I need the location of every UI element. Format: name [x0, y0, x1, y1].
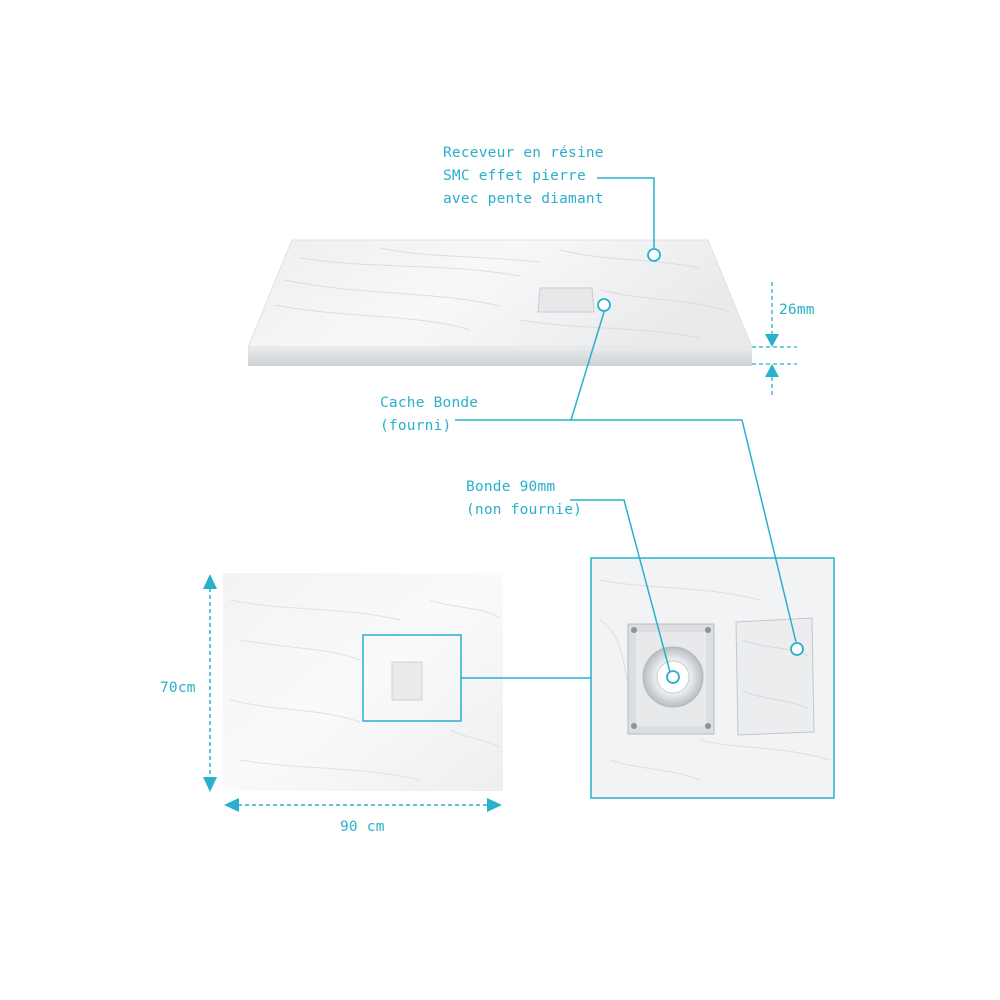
width-dimension [224, 798, 502, 812]
bonde-drain [627, 623, 715, 735]
label-bonde-line-2: (non fournie) [466, 502, 583, 518]
detail-panel-frame [590, 557, 835, 799]
tray-perspective [247, 239, 753, 366]
cache-bonde-cover [735, 617, 815, 736]
callout-cache-bonde-detail-line [571, 419, 797, 643]
callout-dot-cache-bonde-detail [790, 642, 804, 656]
label-cache-bonde-line-1: Cache Bonde [380, 395, 479, 411]
cache-bonde-slot [537, 287, 595, 313]
label-height: 70cm [160, 680, 196, 696]
label-bonde-line-1: Bonde 90mm [466, 479, 556, 495]
height-dimension [203, 574, 217, 792]
label-width: 90 cm [340, 819, 385, 835]
label-receveur: Receveur en résine SMC effet pierre avec… [443, 142, 604, 211]
thickness-arrow-down [765, 334, 779, 347]
thickness-arrow-up [765, 364, 779, 377]
detail-panel [591, 558, 834, 798]
thickness-dimension [752, 282, 797, 398]
label-receveur-line-3: avec pente diamant [443, 191, 604, 207]
callout-dot-cache-bonde [597, 298, 611, 312]
callout-lines [455, 177, 797, 673]
label-receveur-line-2: SMC effet pierre [443, 168, 586, 184]
label-bonde: Bonde 90mm (non fournie) [466, 476, 582, 522]
label-cache-bonde: Cache Bonde (fourni) [380, 392, 478, 438]
label-cache-bonde-line-2: (fourni) [380, 418, 452, 434]
callout-receveur-line [597, 177, 655, 248]
label-thickness: 26mm [779, 302, 815, 318]
label-receveur-line-1: Receveur en résine [443, 145, 604, 161]
callout-bonde-line [570, 499, 671, 673]
callout-dot-receveur [647, 248, 661, 262]
tray-stone-texture [274, 247, 731, 339]
tray-front-edge [248, 347, 752, 366]
plan-stone-texture [229, 599, 501, 781]
plan-cache-bonde [391, 661, 423, 701]
callout-dot-bonde [666, 670, 680, 684]
tray-top-surface [247, 239, 753, 348]
